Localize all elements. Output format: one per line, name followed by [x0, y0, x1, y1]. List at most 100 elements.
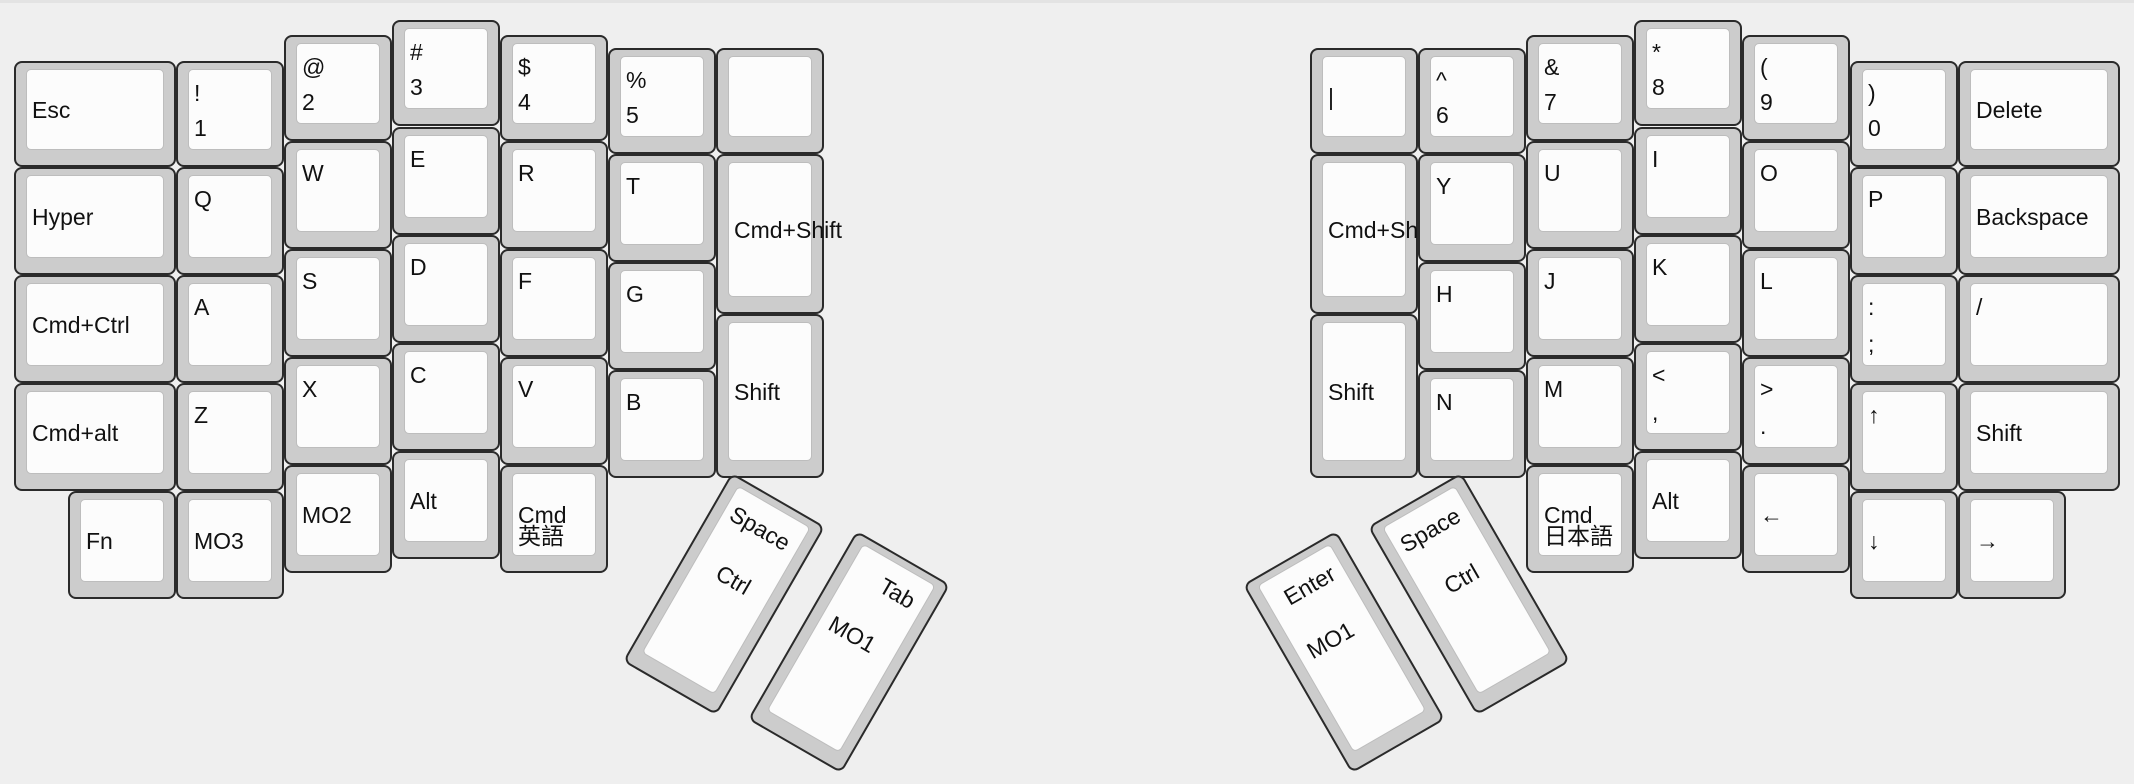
- key-f[interactable]: F: [500, 249, 608, 357]
- key-q[interactable]: Q: [176, 167, 284, 275]
- key-semicolon[interactable]: :;: [1850, 275, 1958, 383]
- key-cap: !1: [188, 69, 272, 150]
- key-cmd-ctrl[interactable]: Cmd+Ctrl: [14, 275, 176, 383]
- key-esc[interactable]: Esc: [14, 61, 176, 167]
- key-shift-right-thumb[interactable]: Shift: [1310, 314, 1418, 478]
- key-l[interactable]: L: [1742, 249, 1850, 357]
- key-cap: Cmd+Shift: [1322, 162, 1436, 297]
- key-pipe[interactable]: |: [1310, 48, 1418, 154]
- key-cap: [728, 56, 812, 137]
- key-right[interactable]: →: [1958, 491, 2066, 599]
- key-label: D: [410, 254, 427, 280]
- key-z[interactable]: Z: [176, 383, 284, 491]
- key-j[interactable]: J: [1526, 249, 1634, 357]
- key-g[interactable]: G: [608, 262, 716, 370]
- key-down[interactable]: ↓: [1850, 491, 1958, 599]
- key-cmd-shift-left[interactable]: Cmd+Shift: [716, 154, 842, 314]
- key-w[interactable]: W: [284, 141, 392, 249]
- key-h[interactable]: H: [1418, 262, 1526, 370]
- key-u[interactable]: U: [1526, 141, 1634, 249]
- key-backspace[interactable]: Backspace: [1958, 167, 2120, 275]
- key-cap: &7: [1538, 43, 1622, 124]
- key-period[interactable]: >.: [1742, 357, 1850, 465]
- key-cap: Cmd+Ctrl: [26, 283, 164, 366]
- key-0[interactable]: )0: [1850, 61, 1958, 167]
- key-cap: V: [512, 365, 596, 448]
- key-8[interactable]: *8: [1634, 20, 1742, 126]
- key-cap: Fn: [80, 499, 164, 582]
- key-a[interactable]: A: [176, 275, 284, 383]
- key-cap: Alt: [404, 459, 488, 542]
- key-6[interactable]: ^6: [1418, 48, 1526, 154]
- key-delete[interactable]: Delete: [1958, 61, 2120, 167]
- key-slash[interactable]: /: [1958, 275, 2120, 383]
- key-label: 英語: [518, 523, 564, 549]
- key-label: $: [518, 54, 531, 80]
- key-1[interactable]: !1: [176, 61, 284, 167]
- key-mo2[interactable]: MO2: [284, 465, 392, 573]
- key-cap: A: [188, 283, 272, 366]
- key-label: MO1: [1302, 616, 1359, 664]
- key-cap: Shift: [1970, 391, 2108, 474]
- key-label: /: [1976, 294, 1983, 320]
- key-e[interactable]: E: [392, 127, 500, 235]
- key-y[interactable]: Y: [1418, 154, 1526, 262]
- key-5[interactable]: %5: [608, 48, 716, 154]
- key-9[interactable]: (9: [1742, 35, 1850, 141]
- key-m[interactable]: M: [1526, 357, 1634, 465]
- key-cap: >.: [1754, 365, 1838, 448]
- key-mo3[interactable]: MO3: [176, 491, 284, 599]
- key-s[interactable]: S: [284, 249, 392, 357]
- key-k[interactable]: K: [1634, 235, 1742, 343]
- key-hyper[interactable]: Hyper: [14, 167, 176, 275]
- key-shift-left-thumb[interactable]: Shift: [716, 314, 824, 478]
- key-label: Cmd+alt: [32, 419, 119, 446]
- key-blank-left[interactable]: [716, 48, 824, 154]
- key-cap: ↓: [1862, 499, 1946, 582]
- key-label: Shift: [1976, 419, 2023, 446]
- key-cmd-alt[interactable]: Cmd+alt: [14, 383, 176, 491]
- key-cap: H: [1430, 270, 1514, 353]
- key-cap: G: [620, 270, 704, 353]
- key-up[interactable]: ↑: [1850, 383, 1958, 491]
- key-comma[interactable]: <,: [1634, 343, 1742, 451]
- key-cap: ^6: [1430, 56, 1514, 137]
- key-x[interactable]: X: [284, 357, 392, 465]
- key-left[interactable]: ←: [1742, 465, 1850, 573]
- key-cap: (9: [1754, 43, 1838, 124]
- key-3[interactable]: #3: [392, 20, 500, 126]
- key-n[interactable]: N: [1418, 370, 1526, 478]
- key-shift-right[interactable]: Shift: [1958, 383, 2120, 491]
- key-cap: E: [404, 135, 488, 218]
- key-2[interactable]: @2: [284, 35, 392, 141]
- key-label: N: [1436, 389, 1453, 415]
- key-i[interactable]: I: [1634, 127, 1742, 235]
- key-o[interactable]: O: [1742, 141, 1850, 249]
- key-d[interactable]: D: [392, 235, 500, 343]
- key-p[interactable]: P: [1850, 167, 1958, 275]
- key-fn[interactable]: Fn: [68, 491, 176, 599]
- key-v[interactable]: V: [500, 357, 608, 465]
- key-label: 日本語: [1544, 523, 1613, 549]
- key-alt-left[interactable]: Alt: [392, 451, 500, 559]
- key-label: >: [1760, 376, 1774, 402]
- key-alt-right[interactable]: Alt: [1634, 451, 1742, 559]
- key-label: |: [1328, 83, 1334, 110]
- key-cap: U: [1538, 149, 1622, 232]
- key-label: C: [410, 362, 427, 388]
- key-cap: Esc: [26, 69, 164, 150]
- key-7[interactable]: &7: [1526, 35, 1634, 141]
- key-label: @: [302, 54, 326, 80]
- key-b[interactable]: B: [608, 370, 716, 478]
- key-label: Esc: [32, 96, 71, 123]
- key-4[interactable]: $4: [500, 35, 608, 141]
- key-c[interactable]: C: [392, 343, 500, 451]
- key-t[interactable]: T: [608, 154, 716, 262]
- key-r[interactable]: R: [500, 141, 608, 249]
- key-cmd-shift-right[interactable]: Cmd+Shift: [1310, 154, 1436, 314]
- key-label: 9: [1760, 89, 1773, 115]
